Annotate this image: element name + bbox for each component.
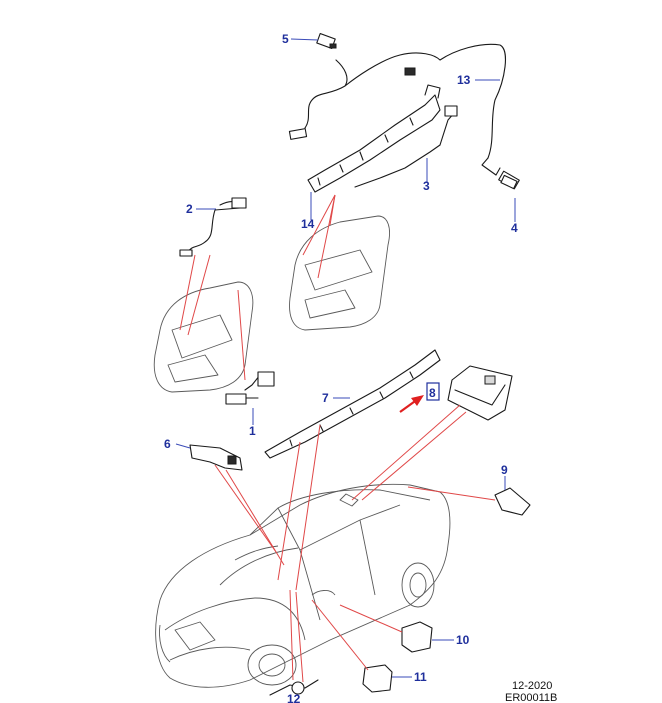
callout-2[interactable]: 2: [186, 202, 193, 216]
callouts: 5 13 3 4 2 14 1 7 6 9 10 11 12 8: [164, 32, 518, 703]
part-9-bracket: [494, 487, 531, 516]
car-body-drawing: [155, 483, 451, 688]
footer: 12-2020 ER00011B: [505, 680, 557, 703]
callout-8-highlight-box: [426, 382, 440, 401]
part-3-cable: [354, 105, 458, 188]
callout-5[interactable]: 5: [282, 32, 289, 46]
callout-12[interactable]: 12: [287, 692, 301, 703]
callout-4[interactable]: 4: [511, 221, 518, 235]
red-leader-lines: [179, 194, 496, 683]
callout-10[interactable]: 10: [456, 633, 470, 647]
callout-9[interactable]: 9: [501, 463, 508, 477]
front-door-trim-drawing: [153, 281, 254, 393]
part-10-module: [401, 621, 433, 653]
footer-date: 12-2020: [512, 680, 552, 692]
part-13-harness: [288, 43, 520, 190]
callout-14[interactable]: 14: [301, 217, 315, 231]
part-8-console: [447, 365, 513, 421]
part-11-connector: [362, 664, 393, 693]
callout-13[interactable]: 13: [457, 73, 471, 87]
callout-6[interactable]: 6: [164, 437, 171, 451]
callout-8[interactable]: 8: [429, 386, 436, 400]
callout-11[interactable]: 11: [414, 670, 427, 684]
red-arrow-icon: [399, 395, 424, 413]
part-2-harness: [179, 197, 247, 257]
part-6-bracket: [189, 444, 243, 471]
part-5-connector: [316, 33, 337, 49]
part-12-bracket: [269, 679, 319, 696]
callout-7[interactable]: 7: [322, 391, 329, 405]
rear-door-trim-drawing: [289, 215, 390, 331]
part-14-bracket: [307, 84, 441, 193]
part-1-switch: [225, 371, 275, 405]
callout-3[interactable]: 3: [423, 179, 430, 193]
part-4-connector: [500, 174, 518, 190]
callout-1[interactable]: 1: [249, 424, 256, 438]
part-7-bracket: [264, 349, 441, 459]
callout-leaders: [175, 38, 516, 678]
footer-code: ER00011B: [505, 692, 557, 703]
